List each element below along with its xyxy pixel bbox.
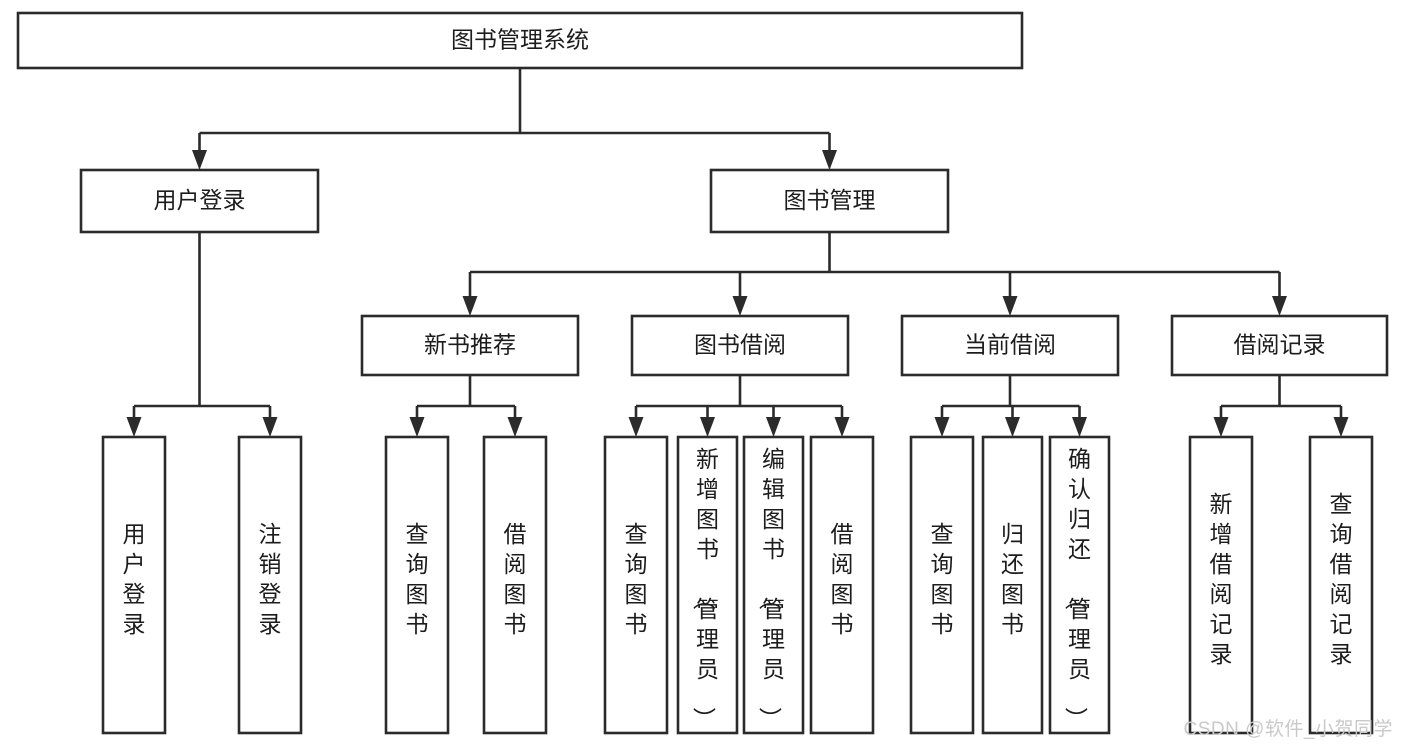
node-label: 查询图书 — [406, 521, 429, 637]
arrow-head-icon — [1005, 417, 1020, 437]
arrow-head-icon — [126, 417, 142, 437]
node-leaf-编辑图书管理员[interactable]: 编辑图书（管理员） — [742, 435, 805, 735]
node-label: 图书借阅 — [694, 332, 786, 358]
node-box[interactable] — [742, 435, 805, 735]
arrow-head-icon — [192, 150, 207, 170]
node-level3-借阅记录[interactable]: 借阅记录 — [1170, 314, 1389, 377]
node-label: 图书管理系统 — [451, 27, 589, 53]
node-level3-图书借阅[interactable]: 图书借阅 — [630, 314, 850, 377]
node-leaf-借阅图书[interactable]: 借阅图书 — [809, 435, 875, 735]
node-leaf-新增借阅记录[interactable]: 新增借阅记录 — [1188, 435, 1254, 735]
node-box[interactable] — [79, 168, 320, 234]
node-box[interactable] — [360, 314, 580, 377]
node-box[interactable] — [676, 435, 739, 735]
node-label: 新增借阅记录 — [1210, 491, 1233, 667]
node-label: 查询图书 — [931, 521, 954, 637]
node-box[interactable] — [1170, 314, 1389, 377]
node-label: 注销登录 — [259, 521, 282, 637]
node-box[interactable] — [809, 435, 875, 735]
node-box[interactable] — [237, 435, 303, 735]
node-leaf-查询图书[interactable]: 查询图书 — [384, 435, 450, 735]
node-label: 用户登录 — [123, 521, 146, 637]
node-box[interactable] — [630, 314, 850, 377]
arrow-head-icon — [262, 417, 278, 437]
node-level3-当前借阅[interactable]: 当前借阅 — [900, 314, 1120, 377]
arrow-head-icon — [409, 417, 425, 437]
node-leaf-归还图书[interactable]: 归还图书 — [981, 435, 1044, 735]
node-leaf-查询借阅记录[interactable]: 查询借阅记录 — [1308, 435, 1374, 735]
node-label: 归还图书 — [1001, 521, 1024, 637]
arrow-head-icon — [834, 417, 850, 437]
node-label: 查询借阅记录 — [1330, 491, 1353, 667]
nodes-layer: 图书管理系统用户登录图书管理新书推荐图书借阅当前借阅借阅记录用户登录注销登录查询… — [16, 11, 1389, 735]
node-leaf-注销登录[interactable]: 注销登录 — [237, 435, 303, 735]
arrow-head-icon — [462, 296, 478, 316]
connectors-layer — [126, 68, 1349, 437]
node-leaf-查询图书[interactable]: 查询图书 — [603, 435, 669, 735]
node-label: 查询图书 — [625, 521, 648, 637]
node-level3-新书推荐[interactable]: 新书推荐 — [360, 314, 580, 377]
arrow-head-icon — [700, 417, 715, 437]
node-label: 借阅图书 — [831, 521, 854, 637]
node-leaf-新增图书管理员[interactable]: 新增图书（管理员） — [676, 435, 739, 735]
arrow-head-icon — [1333, 417, 1349, 437]
arrow-head-icon — [1002, 296, 1018, 316]
arrow-head-icon — [1272, 296, 1287, 316]
node-box[interactable] — [909, 435, 975, 735]
node-label: 新书推荐 — [424, 332, 516, 358]
node-label: 编辑图书（管理员） — [757, 446, 785, 730]
node-label: 用户登录 — [154, 187, 246, 213]
node-level2-用户登录[interactable]: 用户登录 — [79, 168, 320, 234]
node-leaf-查询图书[interactable]: 查询图书 — [909, 435, 975, 735]
node-box[interactable] — [603, 435, 669, 735]
node-box[interactable] — [1188, 435, 1254, 735]
arrow-head-icon — [934, 417, 950, 437]
node-box[interactable] — [981, 435, 1044, 735]
node-label: 当前借阅 — [964, 332, 1056, 358]
node-level2-图书管理[interactable]: 图书管理 — [709, 168, 950, 234]
node-leaf-用户登录[interactable]: 用户登录 — [101, 435, 167, 735]
node-label: 借阅图书 — [504, 521, 527, 637]
csdn-watermark: CSDN @软件_小贺同学 — [1183, 719, 1393, 740]
node-box[interactable] — [384, 435, 450, 735]
node-label: 新增图书（管理员） — [691, 446, 719, 730]
arrow-head-icon — [1072, 417, 1087, 437]
arrow-head-icon — [822, 150, 837, 170]
node-leaf-借阅图书[interactable]: 借阅图书 — [482, 435, 548, 735]
node-box[interactable] — [101, 435, 167, 735]
node-label: 图书管理 — [784, 187, 876, 213]
node-box[interactable] — [1308, 435, 1374, 735]
arrow-head-icon — [766, 417, 781, 437]
node-box[interactable] — [482, 435, 548, 735]
arrow-head-icon — [732, 296, 748, 316]
arrow-head-icon — [1213, 417, 1229, 437]
node-box[interactable] — [709, 168, 950, 234]
node-label: 借阅记录 — [1234, 332, 1326, 358]
node-root-图书管理系统[interactable]: 图书管理系统 — [16, 11, 1024, 70]
arrow-head-icon — [507, 417, 523, 437]
arrow-head-icon — [628, 417, 644, 437]
node-box[interactable] — [900, 314, 1120, 377]
node-leaf-确认归还管理员[interactable]: 确认归还（管理员） — [1048, 435, 1111, 735]
node-label: 确认归还（管理员） — [1063, 446, 1091, 730]
node-box[interactable] — [1048, 435, 1111, 735]
node-box[interactable] — [16, 11, 1024, 70]
